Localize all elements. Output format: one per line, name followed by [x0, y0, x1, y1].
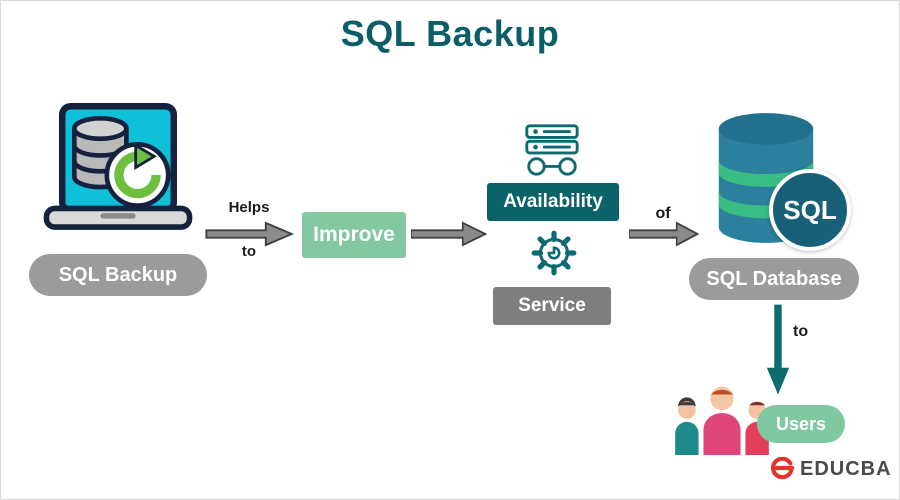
- flow-arrow-2: [411, 221, 487, 247]
- of-label: of: [655, 205, 671, 222]
- users-group-icon: [669, 373, 775, 455]
- sql-badge: SQL: [769, 169, 851, 251]
- helps-label-line2: to: [241, 243, 257, 260]
- educba-logo: EDUCBA: [771, 457, 892, 481]
- service-gear-icon: [529, 227, 579, 279]
- availability-box: Availability: [487, 183, 619, 221]
- service-box: Service: [493, 287, 611, 325]
- users-label: Users: [757, 405, 845, 443]
- educba-logo-icon: [771, 457, 795, 481]
- availability-servers-icon: [521, 121, 583, 179]
- page-title: SQL Backup: [340, 13, 560, 54]
- flow-arrow-3: [629, 221, 699, 247]
- sql-backup-label: SQL Backup: [29, 254, 207, 296]
- down-arrow: [765, 302, 791, 400]
- sql-database-label: SQL Database: [689, 258, 859, 300]
- improve-box: Improve: [302, 212, 406, 258]
- to-label: to: [793, 323, 809, 340]
- educba-logo-text: EDUCBA: [800, 457, 892, 480]
- flow-arrow-1: [203, 221, 297, 247]
- helps-label-line1: Helps: [228, 199, 270, 216]
- laptop-backup-icon: [39, 99, 197, 251]
